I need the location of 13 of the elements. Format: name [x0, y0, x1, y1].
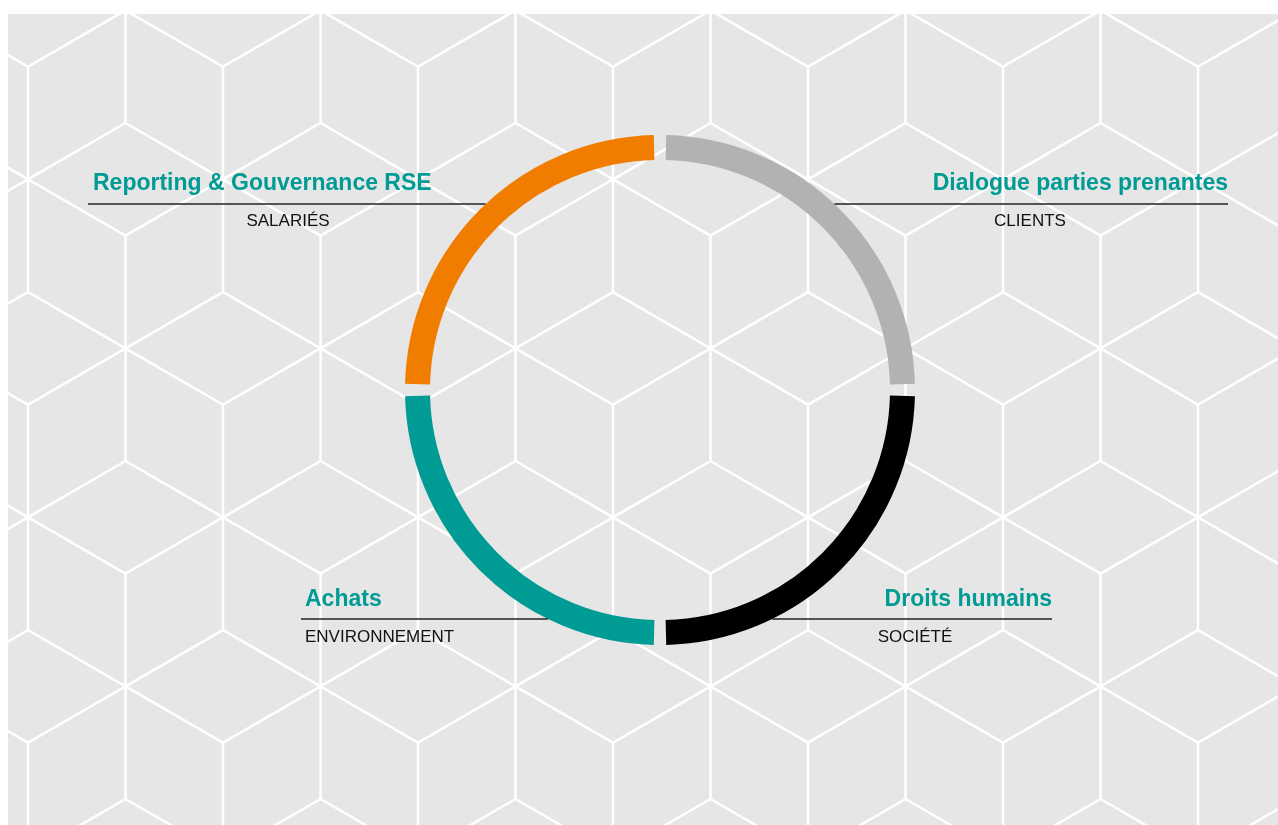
- leader-line: [300, 618, 549, 620]
- topic-heading: Reporting & Gouvernance RSE: [92, 168, 433, 196]
- topic-heading: Dialogue parties prenantes: [931, 168, 1228, 196]
- leader-line: [771, 618, 1053, 620]
- topic-heading: Droits humains: [883, 584, 1052, 612]
- leader-line: [833, 203, 1229, 205]
- stakeholder-label: SALARIÉS: [245, 210, 331, 232]
- topic-heading: Achats: [304, 584, 383, 612]
- stakeholder-label: CLIENTS: [993, 210, 1067, 232]
- leader-line: [87, 203, 487, 205]
- stakeholder-label: ENVIRONNEMENT: [304, 626, 456, 648]
- ring-segment: [664, 135, 915, 386]
- stakeholder-label: SOCIÉTÉ: [876, 626, 954, 648]
